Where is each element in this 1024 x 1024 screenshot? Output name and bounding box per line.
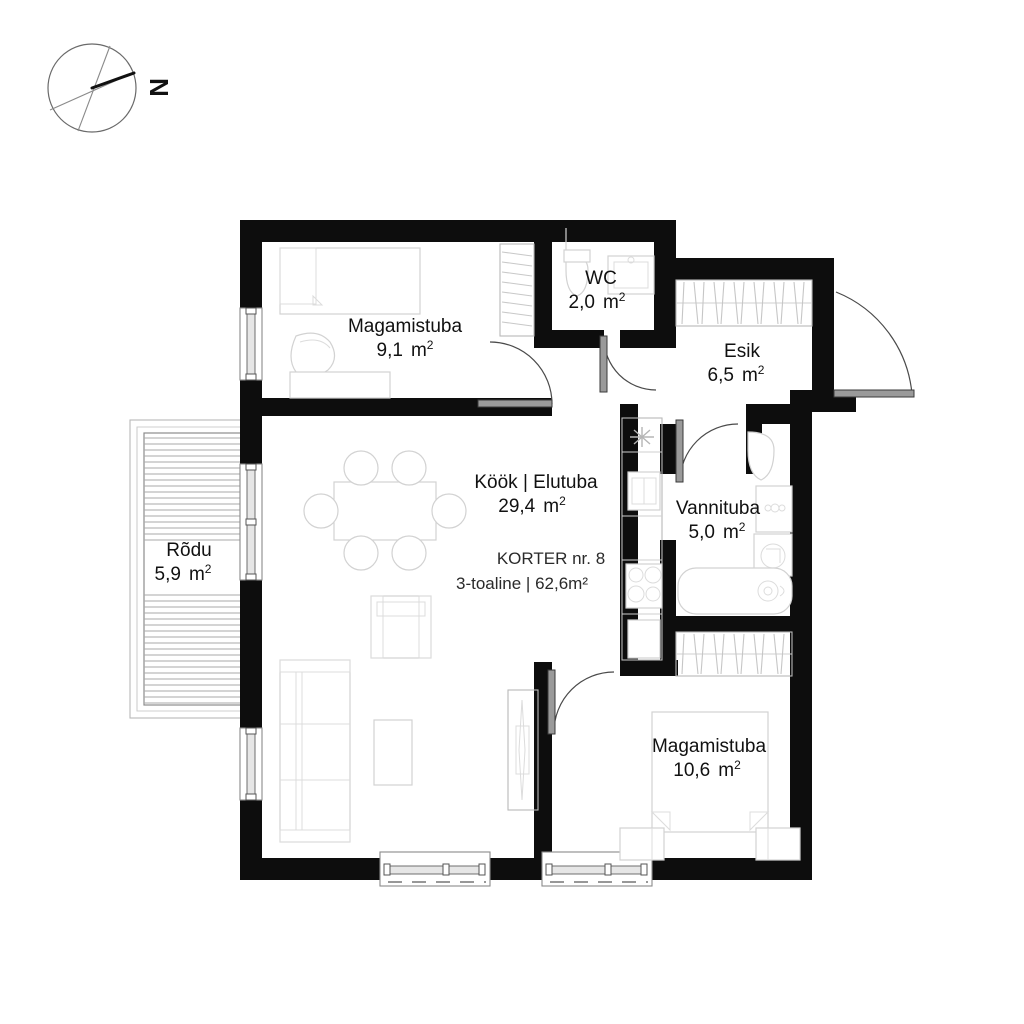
doors: [477, 291, 915, 735]
compass-rose: [47, 43, 137, 133]
door-hall-kitchen: [676, 404, 728, 456]
coffee-table: [373, 719, 413, 786]
entrance-door: [833, 291, 915, 398]
kitchen-cabinet: [627, 619, 661, 659]
apartment-type-area: 3-toaline | 62,6m²: [456, 574, 588, 593]
bedroom1-name: Magamistuba: [348, 316, 462, 337]
armchair-bedroom1: [290, 332, 336, 378]
bathroom-name: Vannituba: [676, 498, 761, 519]
furniture-living: [279, 595, 539, 843]
furniture-wc: [563, 228, 655, 297]
furniture-bedroom1: [279, 247, 421, 399]
wardrobe-hall: [675, 279, 813, 327]
toilet-tank-wc: [563, 249, 591, 263]
closet-bedroom1-right: [499, 243, 535, 337]
windows: [239, 307, 653, 887]
wardrobe-bedroom2: [675, 631, 793, 677]
tv-media-unit: [507, 689, 539, 811]
double-bed: [651, 711, 769, 833]
extractor-hood-icon: [630, 427, 654, 447]
balcony-door-living: [239, 463, 263, 581]
dining-chairs: [303, 450, 467, 571]
window-bedroom1-left: [239, 307, 263, 381]
exterior-walls: [240, 220, 856, 880]
dining-table: [333, 481, 437, 541]
compass-north-label: N: [144, 78, 174, 97]
furniture-dining: [303, 450, 467, 571]
toilet-bathroom: [747, 431, 775, 481]
kitchen-units: [621, 417, 663, 661]
desk-bedroom1: [289, 371, 391, 399]
door-bedroom2: [547, 669, 615, 735]
washbasin-bathroom: [755, 485, 793, 533]
door-bathroom: [675, 419, 739, 483]
hall-name: Esik: [724, 341, 760, 362]
title-block: KORTER nr. 8 3-toaline | 62,6m²: [456, 549, 605, 593]
bathtub: [677, 567, 793, 615]
bedroom2-name: Magamistuba: [652, 736, 766, 757]
nightstand-left: [619, 827, 665, 861]
door-bedroom1: [477, 341, 553, 408]
north-letter: N: [144, 78, 174, 97]
sofa-living: [279, 659, 351, 843]
balcony-decking: [136, 427, 252, 711]
wc-name: WC: [585, 268, 617, 289]
window-living-left: [239, 727, 263, 801]
door-wc: [599, 335, 657, 393]
armchair-living: [370, 595, 432, 659]
kitchen-stove: [625, 563, 663, 609]
kitchen-sink: [627, 471, 661, 511]
kitchen-living-name: Köök | Elutuba: [474, 472, 598, 493]
apartment-number: KORTER nr. 8: [497, 549, 605, 568]
furniture-bathroom: [677, 431, 793, 615]
window-living-bottom: [379, 851, 491, 887]
bed-single: [279, 247, 421, 315]
nightstand-right: [755, 827, 801, 861]
balcony-name: Rõdu: [166, 540, 211, 561]
furniture-bedroom2: [619, 711, 801, 861]
